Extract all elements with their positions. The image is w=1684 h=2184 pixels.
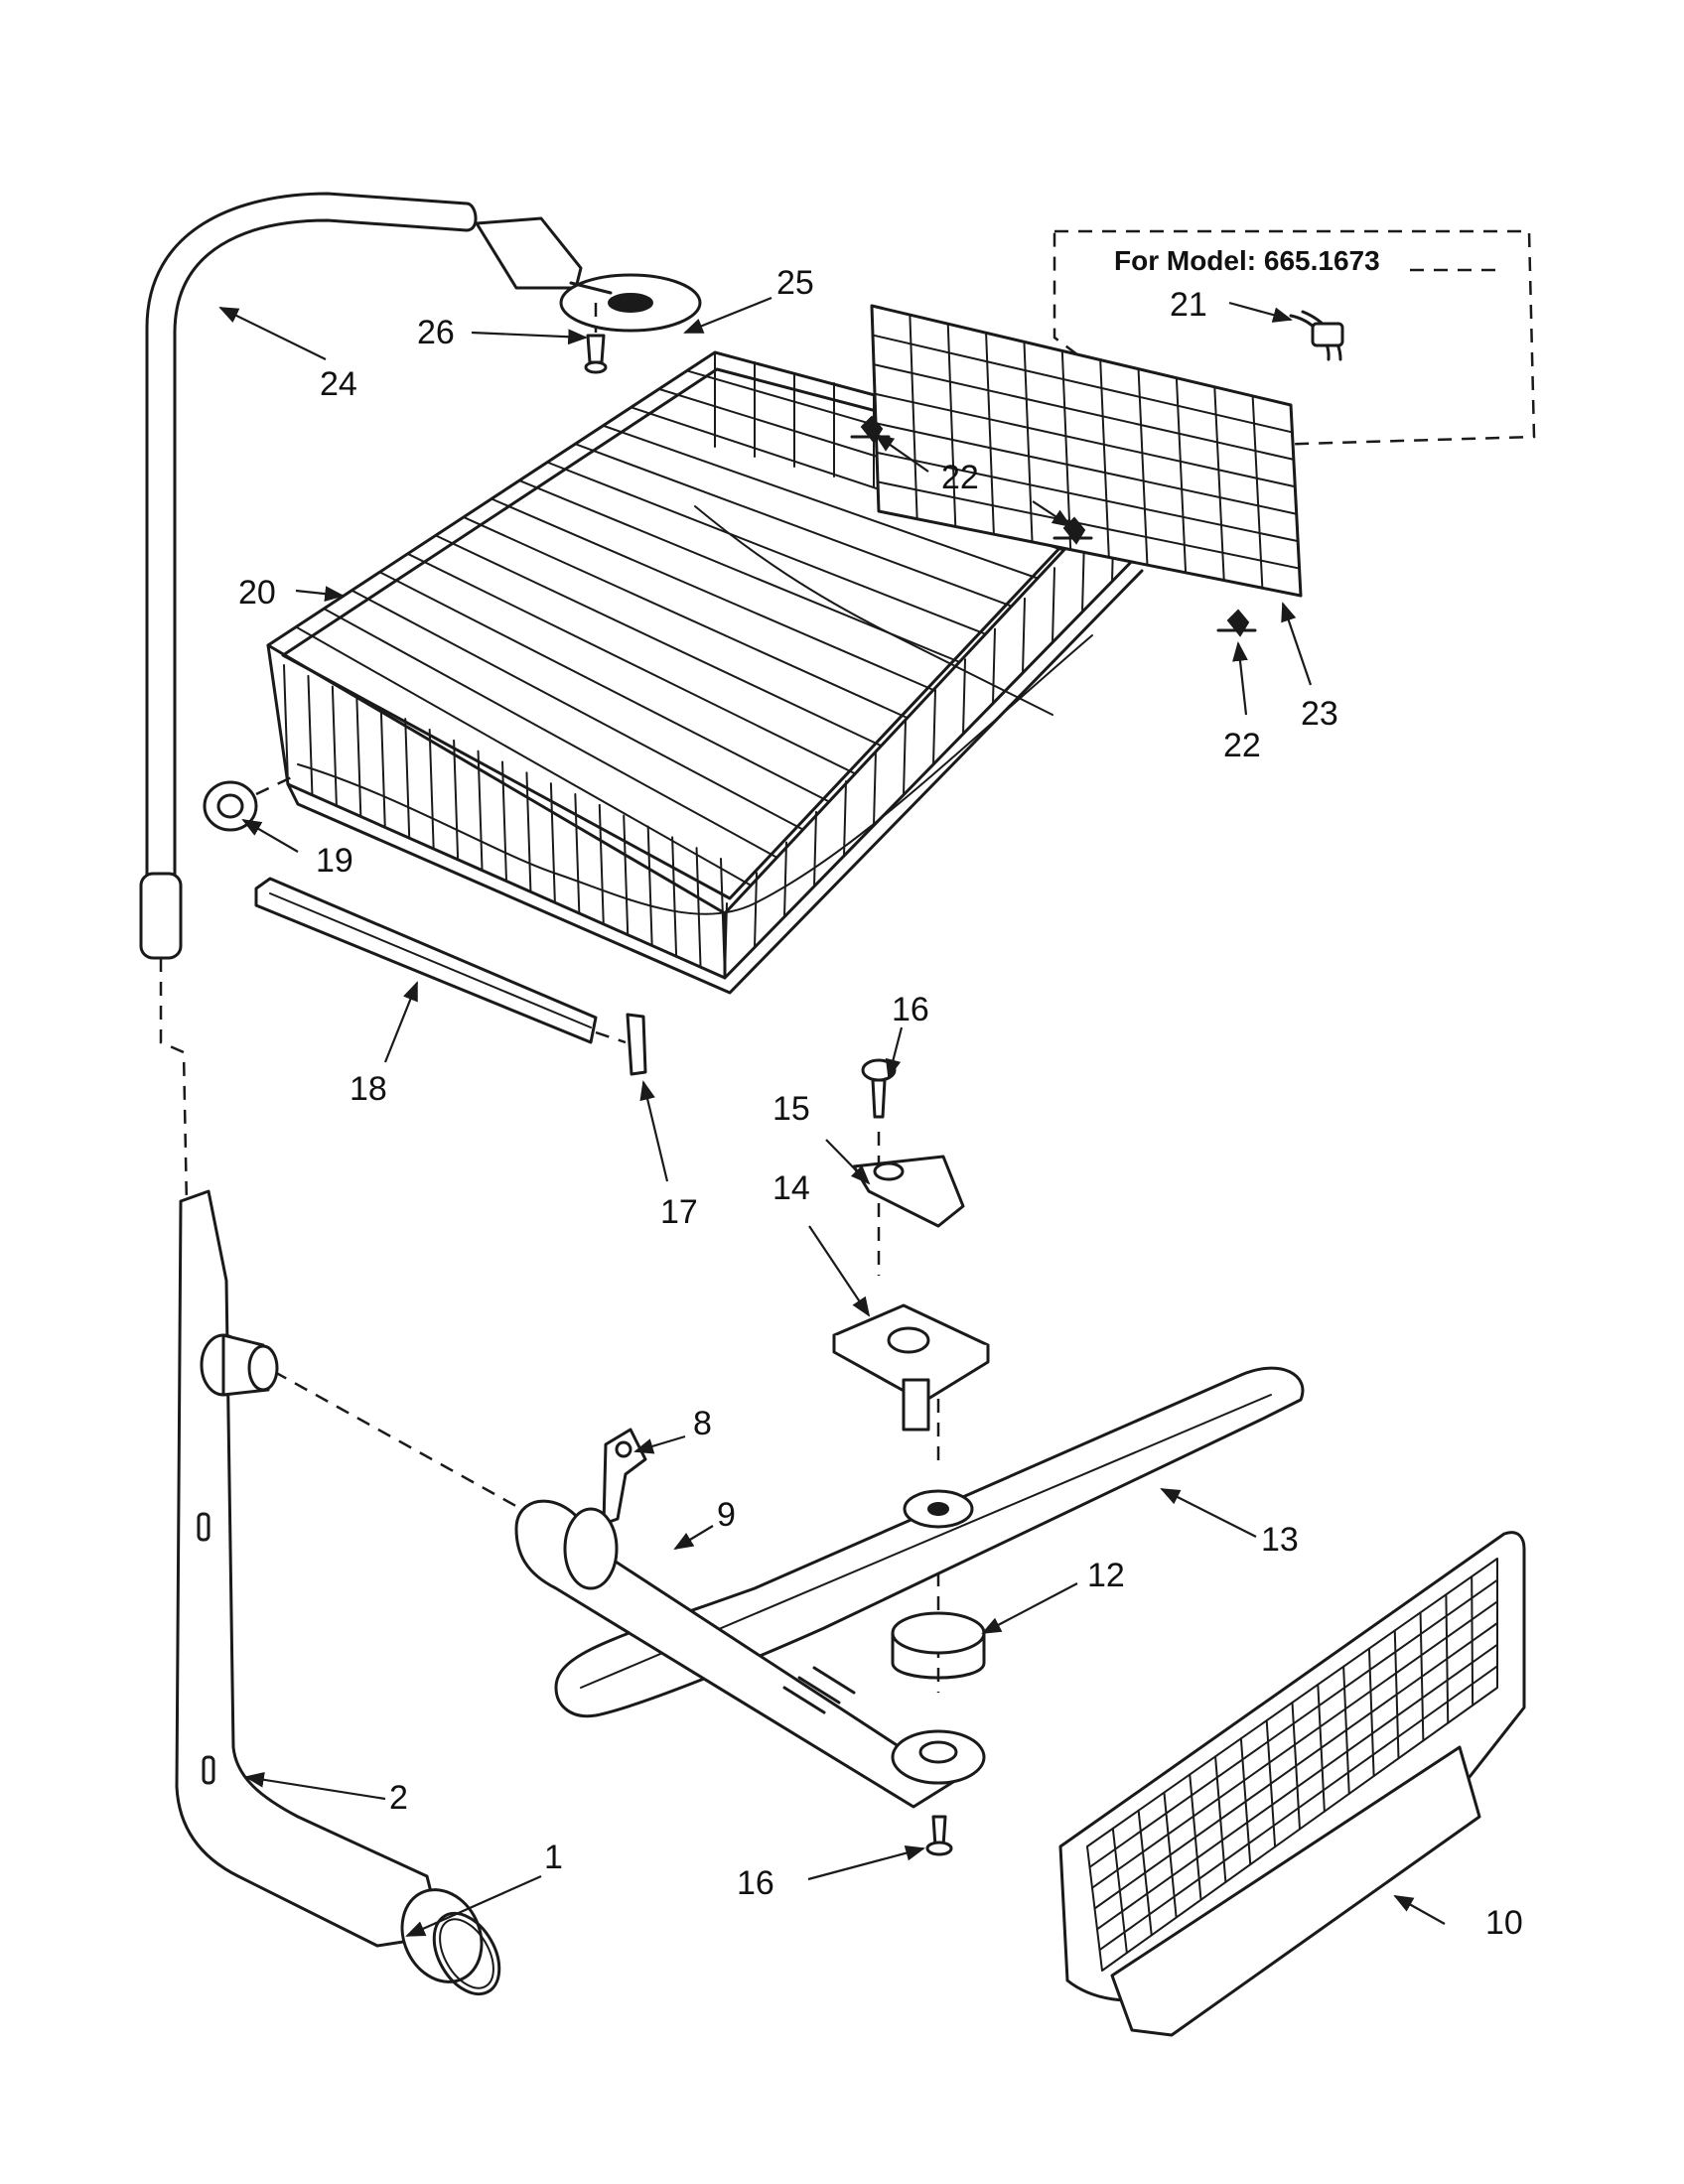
part-12-seal-ring bbox=[891, 1611, 986, 1680]
callout-13: 13 bbox=[1261, 1521, 1299, 1559]
callout-22a: 22 bbox=[941, 459, 979, 496]
callout-14: 14 bbox=[772, 1169, 810, 1207]
part-1-o-ring bbox=[432, 1911, 501, 1996]
callout-8: 8 bbox=[693, 1405, 712, 1442]
callout-15: 15 bbox=[772, 1090, 810, 1128]
part-19-rack-wheel bbox=[203, 772, 299, 832]
leader-13 bbox=[1160, 1488, 1257, 1538]
leader-10 bbox=[1393, 1895, 1446, 1925]
callout-2: 2 bbox=[389, 1779, 408, 1817]
callout-16-bottom: 16 bbox=[737, 1864, 774, 1902]
part-8-bracket bbox=[602, 1428, 647, 1526]
leader-20 bbox=[295, 586, 345, 602]
callout-20: 20 bbox=[238, 574, 276, 612]
callout-21: 21 bbox=[1170, 286, 1207, 324]
part-13-lower-spray-arm bbox=[554, 1366, 1305, 1718]
leader-lines bbox=[218, 296, 1446, 1938]
leader-15 bbox=[825, 1139, 871, 1185]
callout-18: 18 bbox=[350, 1070, 387, 1108]
callout-10: 10 bbox=[1485, 1904, 1523, 1942]
callout-25: 25 bbox=[776, 264, 814, 302]
leader-8 bbox=[633, 1434, 686, 1454]
part-16-screw-bottom bbox=[925, 1815, 953, 1856]
leader-22b bbox=[1032, 500, 1072, 528]
part-21-wire-clip bbox=[1289, 310, 1344, 361]
callout-1: 1 bbox=[544, 1839, 563, 1876]
part-2-lower-supply-tube bbox=[175, 1189, 484, 1983]
leader-9 bbox=[673, 1525, 714, 1551]
part-25-upper-spray-arm bbox=[475, 216, 702, 333]
leader-23 bbox=[1281, 602, 1313, 686]
part-20-upper-dishrack bbox=[266, 350, 1145, 995]
callout-19: 19 bbox=[316, 842, 353, 880]
part-22-clip-c bbox=[1216, 609, 1257, 637]
leader-2 bbox=[244, 1771, 386, 1801]
leader-22a bbox=[874, 433, 929, 473]
leader-14 bbox=[808, 1225, 871, 1317]
part-9-spray-manifold bbox=[514, 1499, 955, 1809]
part-17-track-stop bbox=[595, 1013, 647, 1076]
callout-9: 9 bbox=[717, 1496, 736, 1534]
leader-25 bbox=[683, 296, 772, 335]
inset-title: For Model: 665.1673 bbox=[1114, 245, 1380, 276]
callout-17: 17 bbox=[660, 1193, 698, 1231]
part-14-spray-arm-mount bbox=[832, 1303, 990, 1432]
leader-1 bbox=[405, 1874, 542, 1938]
callout-24: 24 bbox=[320, 365, 357, 403]
leader-21 bbox=[1228, 301, 1293, 323]
part-10-filter bbox=[1058, 1531, 1526, 2037]
callout-22c: 22 bbox=[1223, 727, 1261, 764]
part-hub-base bbox=[891, 1729, 986, 1785]
callout-26: 26 bbox=[417, 314, 455, 351]
leader-24 bbox=[218, 307, 327, 360]
callout-23: 23 bbox=[1301, 695, 1338, 733]
leader-12 bbox=[981, 1582, 1078, 1634]
leader-19 bbox=[241, 819, 299, 853]
leader-16a bbox=[885, 1026, 904, 1079]
leader-22c bbox=[1232, 641, 1248, 716]
leader-26 bbox=[471, 329, 588, 345]
part-18-rack-track bbox=[254, 877, 598, 1044]
callout-labels: 1 2 8 9 10 12 13 14 15 16 16 17 18 19 20… bbox=[238, 264, 1523, 1942]
part-26-screw bbox=[584, 303, 608, 374]
part-15-support-bracket bbox=[852, 1155, 965, 1228]
callout-16-top: 16 bbox=[892, 991, 929, 1028]
model-inset: For Model: 665.1673 bbox=[1052, 229, 1536, 449]
leader-17 bbox=[639, 1080, 669, 1182]
leader-16b bbox=[807, 1844, 925, 1881]
part-23-rack-shield bbox=[870, 304, 1303, 598]
part-24-supply-tube bbox=[139, 192, 478, 960]
leader-18 bbox=[383, 981, 419, 1063]
callout-12: 12 bbox=[1087, 1557, 1125, 1594]
